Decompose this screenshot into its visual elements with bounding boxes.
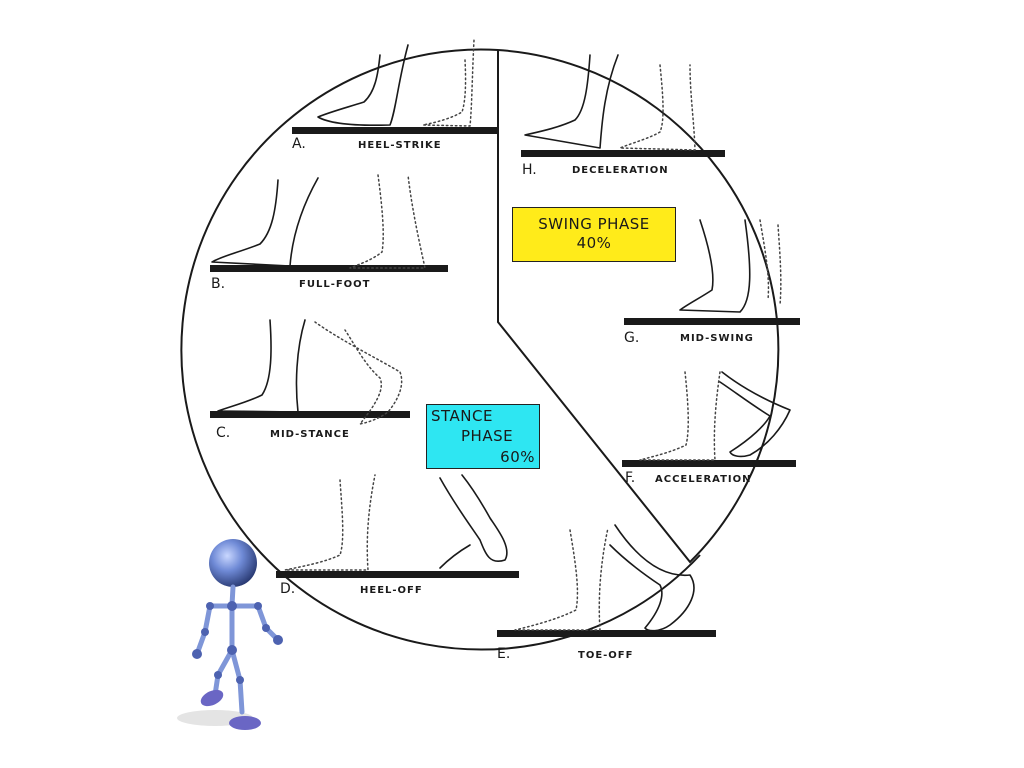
phase-g-name: MID-SWING	[680, 333, 754, 344]
phase-a-name: HEEL-STRIKE	[358, 140, 442, 151]
phase-b-letter: B.	[211, 276, 226, 292]
foot-heel-strike	[317, 39, 475, 127]
walking-robot-icon	[177, 539, 283, 730]
foot-heel-off	[284, 474, 508, 571]
gait-circle-outline	[180, 48, 701, 651]
swing-sector-outline	[497, 49, 780, 564]
phase-d-name: HEEL-OFF	[360, 585, 423, 596]
foot-deceleration	[524, 54, 696, 151]
floor-mid-stance	[210, 411, 410, 418]
stance-phase-title: STANCE	[431, 407, 493, 425]
phase-a-letter: A.	[292, 136, 306, 152]
foot-acceleration	[639, 371, 791, 461]
stance-phase-percent: 60%	[500, 448, 535, 466]
phase-h-name: DECELERATION	[572, 165, 669, 176]
phase-f-letter: F.	[625, 470, 636, 486]
floor-deceleration	[521, 150, 725, 157]
phase-d-letter: D.	[280, 581, 296, 597]
stance-phase-subtitle: PHASE	[461, 427, 514, 445]
phase-h-letter: H.	[522, 162, 537, 178]
phase-c-letter: C.	[216, 425, 231, 441]
phase-e-letter: E.	[497, 646, 511, 662]
floor-mid-swing	[624, 318, 800, 325]
phase-e-name: TOE-OFF	[578, 650, 634, 661]
foot-mid-swing	[679, 219, 782, 313]
swing-phase-percent: 40%	[576, 234, 612, 252]
floor-heel-strike	[292, 127, 497, 134]
floor-heel-off	[276, 571, 519, 578]
foot-mid-stance	[217, 319, 403, 425]
foot-full-foot	[211, 174, 426, 269]
floor-toe-off	[497, 630, 716, 637]
floor-full-foot	[210, 265, 448, 272]
floor-acceleration	[622, 460, 796, 467]
swing-phase-title: SWING PHASE	[538, 215, 650, 233]
stance-phase-box: STANCE PHASE 60%	[426, 404, 540, 469]
phase-f-name: ACCELERATION	[655, 474, 752, 485]
phase-g-letter: G.	[624, 330, 640, 346]
phase-b-name: FULL-FOOT	[299, 279, 371, 290]
phase-c-name: MID-STANCE	[270, 429, 350, 440]
foot-toe-off	[514, 524, 695, 632]
swing-phase-box: SWING PHASE 40%	[512, 207, 676, 262]
